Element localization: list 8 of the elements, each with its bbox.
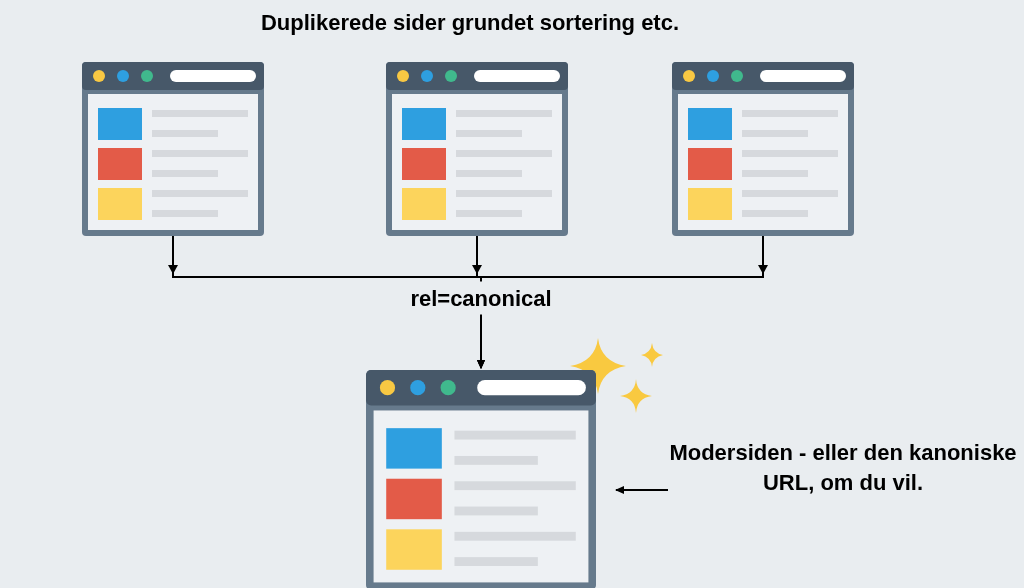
- browser-window-drawing: [386, 62, 568, 236]
- arrow: [615, 486, 669, 494]
- browser-window-drawing: [672, 62, 854, 236]
- browser-window-drawing: [366, 370, 596, 588]
- browser-window-drawing: [82, 62, 264, 236]
- arrow: [477, 235, 768, 369]
- title: Duplikerede sider grundet sortering etc.: [259, 9, 681, 37]
- note-text: Modersiden - eller den kanoniske URL, om du vil.: [668, 439, 1018, 497]
